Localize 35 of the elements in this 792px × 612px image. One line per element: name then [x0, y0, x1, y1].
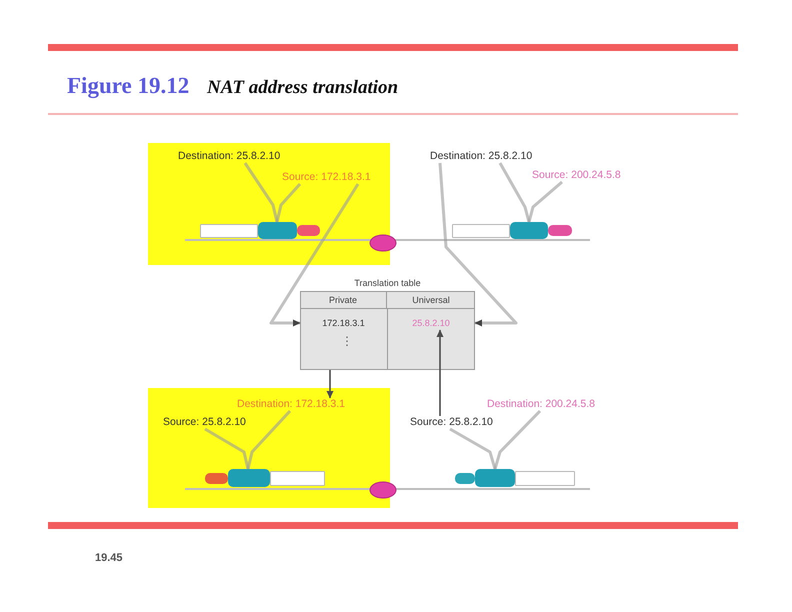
arrow	[270, 183, 360, 326]
leader-line	[204, 428, 250, 470]
address-label: Destination: 25.8.2.10	[178, 150, 280, 163]
figure-number: Figure 19.12	[67, 73, 190, 99]
arrow	[326, 370, 334, 398]
packet-drawing	[200, 222, 320, 239]
leader-line	[528, 180, 563, 222]
leader-line	[244, 162, 278, 222]
page-number: 19.45	[95, 552, 123, 566]
leader-line	[449, 428, 496, 470]
leader-line	[246, 410, 292, 470]
highlighted-area	[148, 143, 390, 265]
figure-caption: NAT address translation	[207, 77, 398, 98]
arrow	[436, 330, 444, 416]
packet-drawing	[452, 222, 572, 239]
address-label: Source: 172.18.3.1	[282, 171, 371, 184]
address-label: Destination: 25.8.2.10	[430, 150, 532, 163]
address-label: Source: 25.8.2.10	[410, 416, 493, 429]
address-label: Destination: 172.18.3.1	[237, 398, 345, 411]
leader-line	[276, 183, 302, 222]
leader-line	[498, 162, 530, 222]
table-entry: 25.8.2.10	[387, 315, 475, 330]
arrow	[438, 162, 518, 326]
highlighted-area	[148, 388, 390, 508]
packet-drawing	[455, 469, 575, 487]
address-label: Source: 200.24.5.8	[532, 169, 621, 182]
column-header: Universal	[387, 291, 475, 309]
leader-line	[494, 410, 542, 470]
address-label: Destination: 200.24.5.8	[487, 398, 595, 411]
table-title: Translation table	[354, 277, 421, 289]
address-label: Source: 25.8.2.10	[163, 416, 246, 429]
packet-drawing	[205, 469, 325, 487]
ellipsis-mark: ⋮	[341, 334, 353, 348]
column-header: Private	[300, 291, 387, 309]
table-entry: 172.18.3.1	[300, 315, 387, 330]
